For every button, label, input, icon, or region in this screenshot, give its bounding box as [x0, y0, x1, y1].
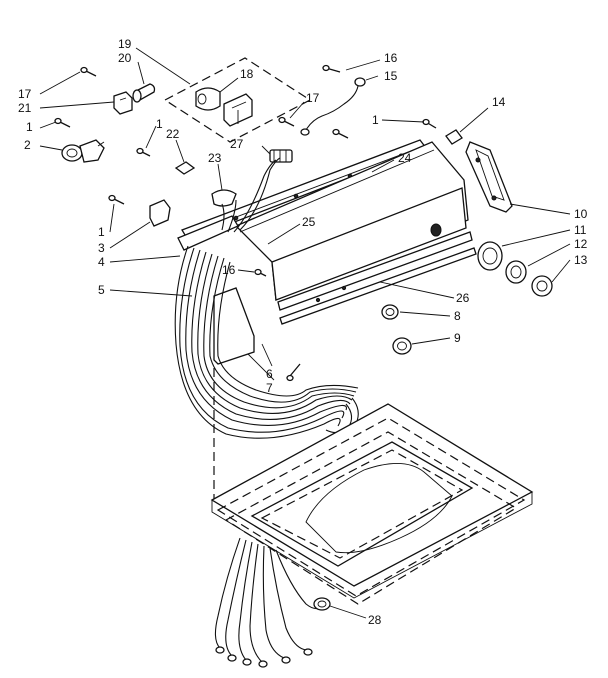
callout-25: 25: [302, 215, 316, 229]
part-15-wire-lead: [300, 77, 366, 136]
callout-17-right: 17: [306, 91, 320, 105]
part-27-harness-plug: [269, 149, 293, 163]
leader-lines: [39, 47, 571, 619]
callout-27: 27: [230, 137, 244, 151]
callout-24: 24: [398, 151, 412, 165]
callout-5: 5: [98, 283, 105, 297]
part-13-knob-cap: [531, 275, 553, 297]
part-16-screw-lower: [254, 268, 267, 277]
callout-9: 9: [454, 331, 461, 345]
callout-13: 13: [574, 253, 588, 267]
console-panel: [181, 139, 477, 325]
callout-26: 26: [456, 291, 470, 305]
part-14-retainer: [445, 129, 463, 145]
callout-6: 6: [266, 367, 273, 381]
callout-20: 20: [118, 51, 132, 65]
callout-18: 18: [240, 67, 254, 81]
callout-10: 10: [574, 207, 588, 221]
callout-labels: 19 20 18 16 15 17 21 17 1 2 1 22 23 27 1…: [18, 37, 588, 627]
part-7-side-panel: [213, 287, 255, 365]
callout-4: 4: [98, 255, 105, 269]
callout-11: 11: [574, 223, 587, 237]
callout-15: 15: [384, 69, 398, 83]
callout-1-b: 1: [156, 117, 163, 131]
part-1-screw-e: [108, 194, 125, 205]
part-1-screw-b: [136, 147, 151, 157]
callout-2: 2: [24, 138, 31, 152]
part-9-button: [392, 337, 412, 355]
callout-1-a: 1: [26, 120, 33, 134]
callout-16-top: 16: [384, 51, 398, 65]
callout-16-lower: 16: [222, 263, 236, 277]
callout-21: 21: [18, 101, 32, 115]
callout-12: 12: [574, 237, 588, 251]
callout-19: 19: [118, 37, 132, 51]
timer-bracket-subassembly: [132, 57, 312, 143]
part-1-screw-d: [422, 118, 437, 129]
callout-8: 8: [454, 309, 461, 323]
callout-3: 3: [98, 241, 105, 255]
part-10-end-cap: [465, 141, 513, 213]
callout-28: 28: [368, 613, 382, 627]
callout-22: 22: [166, 127, 180, 141]
callout-14: 14: [492, 95, 506, 109]
part-8-button: [381, 304, 399, 320]
cabinet-top-frame: [210, 403, 534, 605]
callout-7: 7: [266, 381, 273, 395]
part-21-bracket: [113, 91, 133, 115]
part-16-screw-top: [322, 64, 341, 73]
part-17-screw-left: [80, 66, 97, 77]
part-6-screw: [286, 363, 301, 382]
part-17-screw-right: [278, 116, 295, 127]
part-20-knob-shaft: [132, 83, 156, 103]
part-28-grommet: [313, 597, 331, 611]
part-2-pressure-switch: [61, 139, 105, 163]
part-18-switch: [195, 87, 253, 127]
callout-23: 23: [208, 151, 222, 165]
part-3-clip: [149, 199, 171, 227]
part-1-screw-c: [332, 128, 349, 139]
part-12-knob-insert: [505, 260, 527, 284]
callout-17-left: 17: [18, 87, 32, 101]
part-5-wire-harness: [174, 157, 359, 439]
part-22-clip: [174, 161, 196, 175]
callout-1-d: 1: [98, 225, 105, 239]
part-23-connector: [211, 189, 237, 207]
callout-1-c: 1: [372, 113, 379, 127]
part-11-knob-ring: [477, 241, 503, 271]
lower-wire-pigtails: [214, 537, 323, 668]
part-1-screw-a: [54, 117, 71, 128]
